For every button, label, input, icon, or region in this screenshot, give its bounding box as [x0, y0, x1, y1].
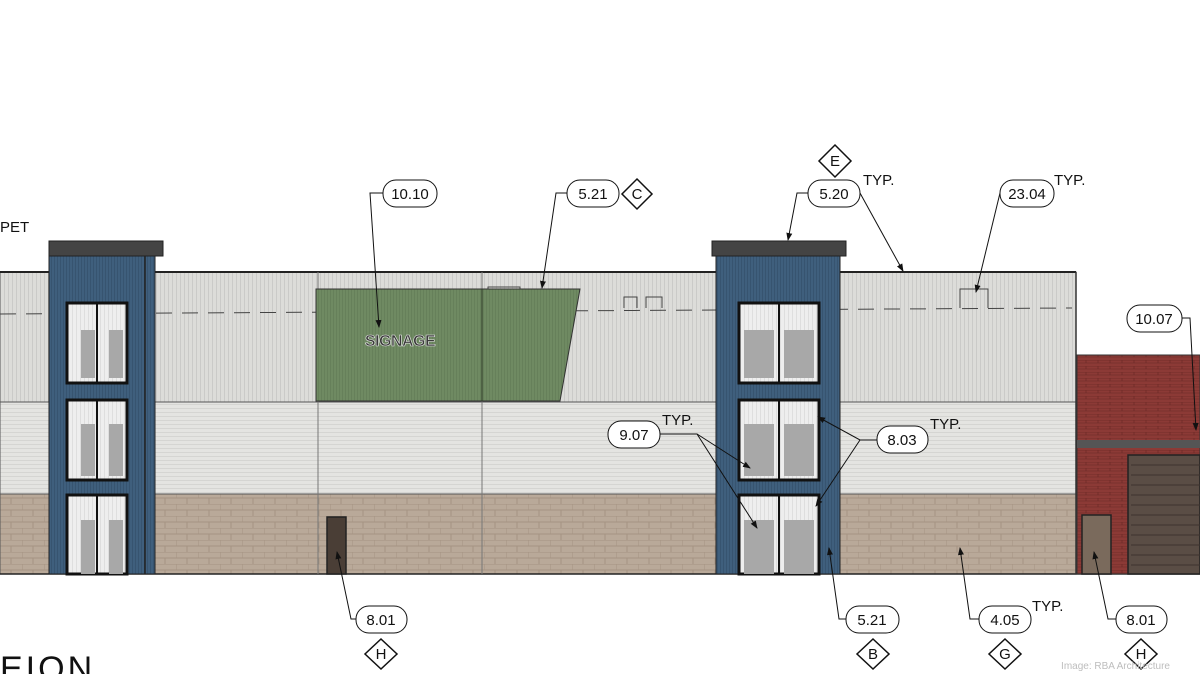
tower-window — [65, 493, 129, 576]
main-building-wall — [0, 271, 1200, 575]
svg-text:9.07: 9.07 — [619, 427, 648, 444]
typ-label: TYP. — [863, 172, 894, 189]
svg-text:5.21: 5.21 — [857, 612, 886, 629]
svg-text:23.04: 23.04 — [1008, 186, 1046, 203]
svg-text:G: G — [999, 646, 1011, 663]
image-credit: Image: RBA Architecture — [1061, 661, 1170, 672]
svg-text:B: B — [868, 646, 878, 663]
right-stair-tower — [711, 240, 847, 576]
left-stair-tower — [48, 240, 164, 576]
callout-tag-8-01-left: 8.01 — [355, 605, 408, 634]
left-service-door — [326, 516, 347, 575]
svg-text:10.07: 10.07 — [1135, 311, 1173, 328]
tower-window — [737, 493, 821, 576]
typ-label: TYP. — [1032, 598, 1063, 615]
callout-tag-23-04: 23.04 — [999, 179, 1055, 208]
callout-tag-8-03: 8.03 — [876, 425, 929, 454]
callout-tag-5-21-bottom: 5.21 — [845, 605, 900, 634]
svg-text:5.21: 5.21 — [578, 186, 607, 203]
svg-text:5.20: 5.20 — [819, 186, 848, 203]
brick-building — [1076, 354, 1200, 575]
typ-label: TYP. — [1054, 172, 1085, 189]
svg-text:8.01: 8.01 — [1126, 612, 1155, 629]
typ-label: TYP. — [930, 416, 961, 433]
callout-tag-10-07: 10.07 — [1126, 304, 1183, 333]
key-marker-g: G — [987, 637, 1023, 671]
svg-text:8.01: 8.01 — [366, 612, 395, 629]
callout-tag-10-10: 10.10 — [382, 179, 438, 208]
svg-text:H: H — [1136, 646, 1147, 663]
elevation-title-partial: EION — [0, 652, 96, 674]
key-marker-b: B — [855, 637, 891, 671]
key-marker-c: C — [620, 177, 654, 211]
svg-text:C: C — [632, 186, 643, 203]
signage-text: SIGNAGE — [365, 333, 436, 350]
callout-tag-5-21-top: 5.21 — [566, 179, 620, 208]
tower-window — [737, 301, 821, 385]
tower-window — [65, 301, 129, 385]
tower-window — [737, 398, 821, 482]
key-marker-h-left: H — [363, 637, 399, 671]
callout-tag-5-20: 5.20 — [807, 179, 861, 208]
svg-text:4.05: 4.05 — [990, 612, 1019, 629]
svg-text:E: E — [830, 153, 840, 170]
callout-tag-9-07: 9.07 — [607, 420, 661, 449]
leader-lines — [335, 192, 1199, 620]
key-marker-e: E — [817, 143, 853, 179]
callout-tag-4-05: 4.05 — [978, 605, 1032, 634]
key-marker-h-right: H — [1123, 637, 1159, 671]
svg-text:8.03: 8.03 — [887, 432, 916, 449]
callout-tag-8-01-right: 8.01 — [1115, 605, 1168, 634]
parapet-label-partial: PET — [0, 219, 30, 236]
typ-label: TYP. — [662, 412, 693, 429]
svg-text:H: H — [376, 646, 387, 663]
signage-panel: SIGNAGE — [315, 288, 581, 402]
svg-text:10.10: 10.10 — [391, 186, 429, 203]
tower-window — [65, 398, 129, 482]
